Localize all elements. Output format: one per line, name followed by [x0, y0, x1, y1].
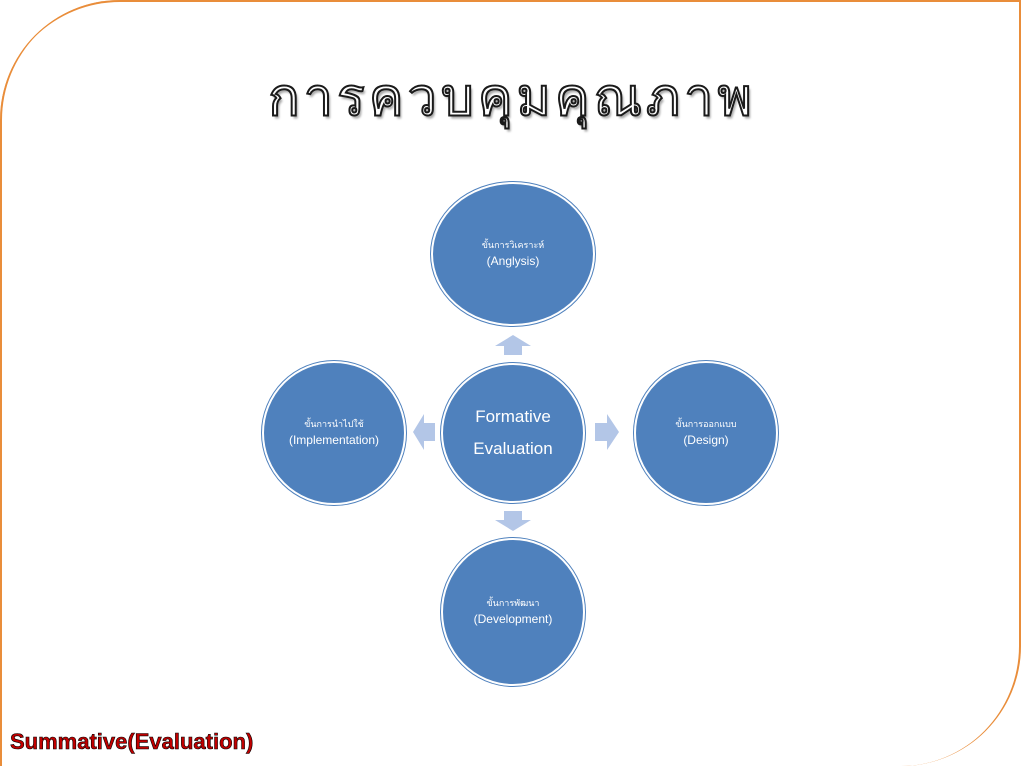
arrow-down-icon [495, 511, 531, 531]
design-node-thai-label: ขั้นการออกแบบ [675, 420, 737, 430]
development-node-english-label: (Development) [473, 612, 553, 626]
implementation-node: ขั้นการนำไปใช้ (Implementation) [262, 361, 406, 505]
analysis-node: ขั้นการวิเคราะห์ (Anglysis) [431, 182, 595, 326]
summative-evaluation-label: Summative(Evaluation) [10, 729, 254, 755]
arrow-right-icon [595, 414, 619, 450]
development-node-thai-label: ขั้นการพัฒนา [486, 599, 540, 609]
implementation-node-english-label: (Implementation) [288, 433, 380, 447]
slide-frame-left-border [0, 0, 120, 766]
formative-evaluation-node: Formative Evaluation [441, 363, 585, 503]
design-node-english-label: (Design) [683, 433, 729, 447]
slide-title: การควบคุมคุณภาพ [267, 67, 756, 129]
development-node: ขั้นการพัฒนา (Development) [441, 538, 585, 686]
implementation-node-thai-label: ขั้นการนำไปใช้ [304, 420, 364, 430]
arrow-up-icon [495, 335, 531, 355]
arrow-left-icon [413, 414, 435, 450]
analysis-node-english-label: (Anglysis) [486, 254, 540, 268]
center-line-2: Evaluation [473, 439, 553, 458]
analysis-node-thai-label: ขั้นการวิเคราะห์ [481, 241, 545, 251]
center-line-1: Formative [475, 407, 551, 426]
design-node: ขั้นการออกแบบ (Design) [634, 361, 778, 505]
